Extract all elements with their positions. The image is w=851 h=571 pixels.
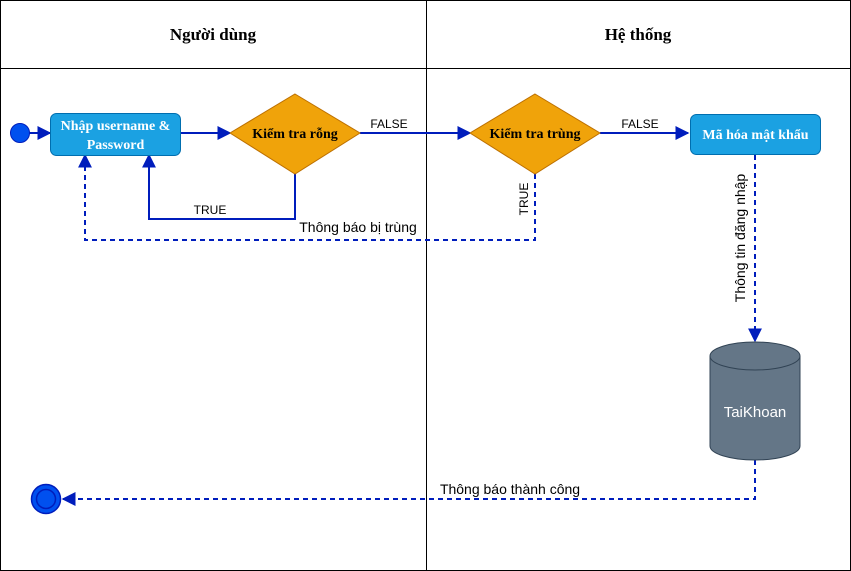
start-node[interactable] [10,123,30,143]
label-dup-notice: Thông báo bị trùng [299,219,417,235]
check-dup-label: Kiểm tra trùng [490,127,581,142]
label-empty-true: TRUE [194,203,227,217]
input-process-node[interactable] [50,113,181,156]
label-dup-true: TRUE [517,183,531,216]
database-node[interactable] [709,341,801,461]
database-label: TaiKhoan [724,404,787,421]
check-empty-label: Kiểm tra rỗng [252,126,338,142]
edge-db-to-end [61,460,756,506]
edge-check-empty-true [142,153,296,220]
label-dup-false: FALSE [621,117,658,131]
label-empty-false: FALSE [370,117,407,131]
label-success-notice: Thông báo thành công [440,481,580,497]
input-process-label-line1: Nhập username & [61,119,171,134]
encrypt-process-label: Mã hóa mật khẩu [702,128,808,143]
edge-check-dup-true [78,153,536,241]
encrypt-process-node[interactable] [690,114,821,155]
label-login-info: Thông tin đăng nhập [732,174,748,303]
check-dup-decision[interactable] [469,93,601,175]
input-process-label-line2: Password [87,138,145,153]
end-node[interactable] [30,483,62,515]
lane-title-user: Người dùng [170,25,257,44]
check-empty-decision[interactable] [229,93,361,175]
lane-title-system: Hệ thống [605,25,672,44]
